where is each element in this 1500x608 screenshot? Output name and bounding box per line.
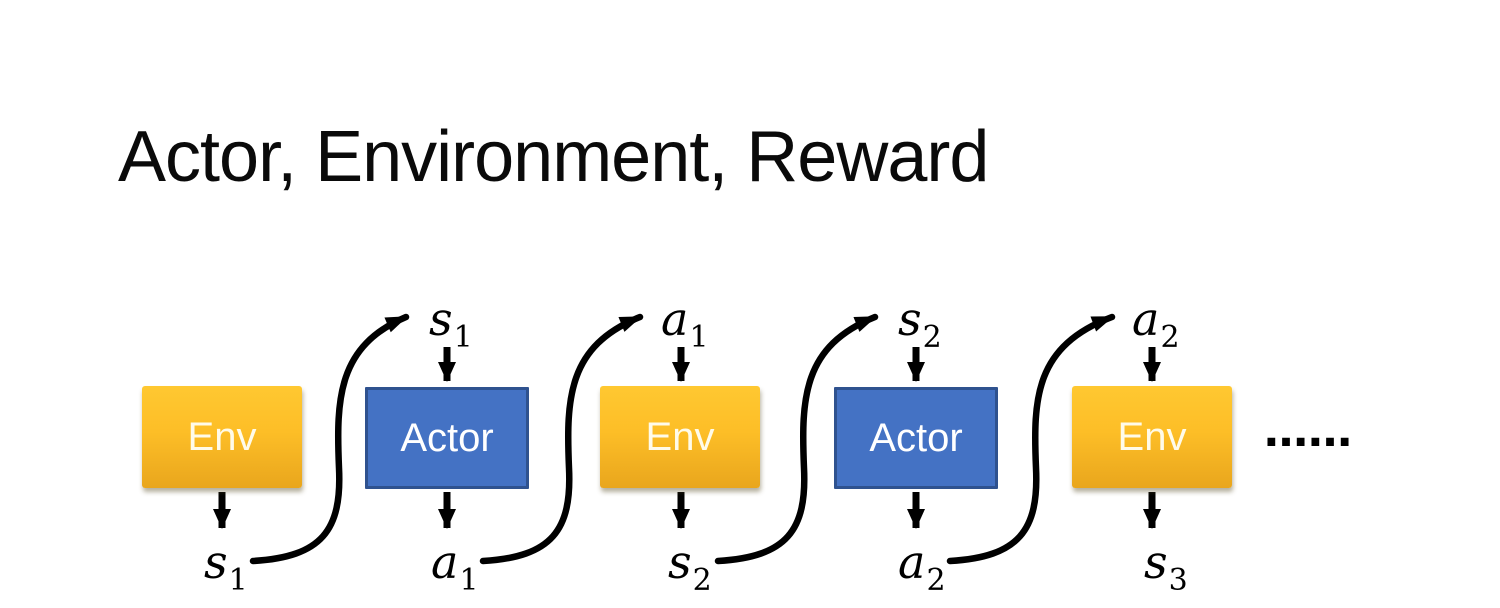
top-label-s1: s1 [429,292,473,355]
env-box-1: Env [142,386,302,488]
env-box-3-label: Env [1117,414,1187,459]
actor-box-1-label: Actor [400,415,494,460]
bottom-label-a2: a2 [898,535,946,598]
env-box-2-label: Env [645,414,715,459]
bottom-label-s2: s2 [668,535,712,598]
bottom-label-s3: s3 [1144,535,1188,598]
actor-box-2: Actor [834,387,998,489]
top-label-a2: a2 [1132,292,1180,355]
actor-box-1: Actor [365,387,529,489]
top-label-s2: s2 [898,292,942,355]
actor-box-2-label: Actor [869,415,963,460]
top-label-a1: a1 [661,292,709,355]
bottom-label-s1: s1 [204,535,248,598]
env-box-3: Env [1072,386,1232,488]
env-box-1-label: Env [187,414,257,459]
slide-title: Actor, Environment, Reward [118,117,989,197]
continuation-ellipsis: …… [1264,406,1352,457]
bottom-label-a1: a1 [431,535,479,598]
env-box-2: Env [600,386,760,488]
